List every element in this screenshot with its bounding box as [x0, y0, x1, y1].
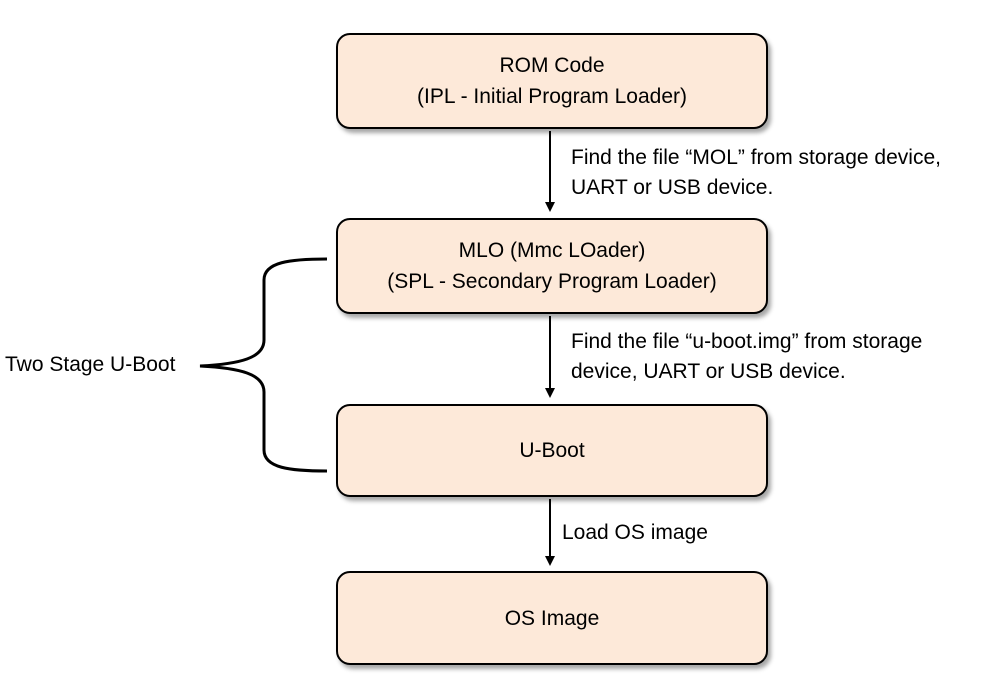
os-image-box: OS Image: [336, 571, 768, 665]
curly-brace: [199, 257, 328, 473]
edge-label-find-uboot-img: Find the file “u-boot.img” from storage …: [571, 327, 922, 387]
rom-code-title: ROM Code: [499, 54, 605, 77]
edge-label-find-mol: Find the file “MOL” from storage device,…: [571, 143, 941, 203]
two-stage-uboot-label: Two Stage U-Boot: [5, 353, 176, 376]
mlo-subtitle: (SPL - Secondary Program Loader): [387, 270, 717, 293]
uboot-box: U-Boot: [336, 404, 768, 497]
os-image-title: OS Image: [504, 606, 600, 630]
mlo-box: MLO (Mmc LOader) (SPL - Secondary Progra…: [336, 218, 768, 314]
edge-label-line: UART or USB device.: [571, 176, 774, 199]
edge-label-line: device, UART or USB device.: [571, 360, 846, 383]
edge-label-line: Load OS image: [562, 521, 708, 544]
rom-code-subtitle: (IPL - Initial Program Loader): [417, 85, 687, 108]
rom-code-box: ROM Code (IPL - Initial Program Loader): [336, 33, 768, 129]
edge-label-load-os: Load OS image: [562, 518, 708, 548]
edge-label-line: Find the file “u-boot.img” from storage: [571, 330, 923, 353]
edge-label-line: Find the file “MOL” from storage device,: [571, 146, 941, 169]
uboot-title: U-Boot: [519, 439, 585, 462]
mlo-title: MLO (Mmc LOader): [458, 239, 646, 262]
